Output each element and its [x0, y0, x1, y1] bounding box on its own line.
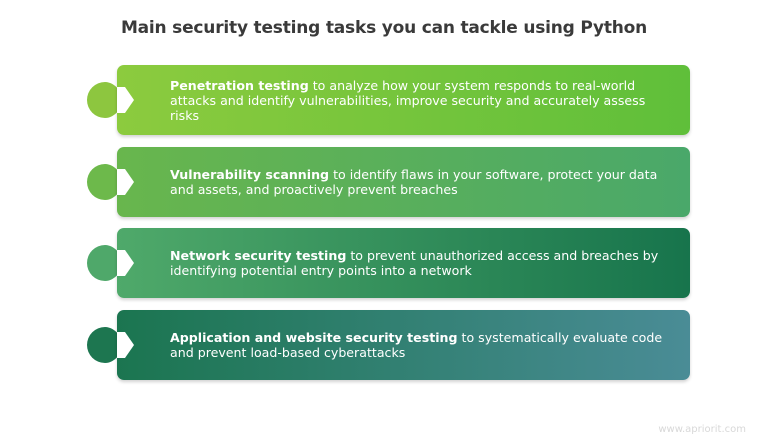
task-item-application-security-testing: Application and website security testing…: [86, 310, 692, 380]
task-description: to identify flaws in your software, prot…: [170, 167, 658, 197]
task-box: [117, 228, 690, 298]
notch-cutout: [117, 87, 134, 113]
watermark-url: www.apriorit.com: [658, 424, 746, 435]
task-name: Network security testing: [170, 248, 347, 263]
diagram-title: Main security testing tasks you can tack…: [120, 18, 648, 38]
notch-cutout: [117, 332, 134, 358]
task-description: to analyze how your system responds to r…: [170, 77, 646, 123]
task-item-network-security-testing: Network security testing to prevent unau…: [86, 228, 692, 298]
task-box: [117, 65, 690, 135]
task-description: to prevent unauthorized access and breac…: [170, 248, 659, 278]
task-item-penetration-testing: Penetration testing to analyze how your …: [86, 65, 692, 135]
notch-cutout: [117, 169, 134, 195]
task-item-vulnerability-scanning: Vulnerability scanning to identify flaws…: [86, 147, 692, 217]
notch-cutout: [117, 250, 134, 276]
task-box: [117, 147, 690, 217]
task-name: Application and website security testing: [170, 330, 458, 345]
task-name: Vulnerability scanning: [170, 167, 330, 182]
task-box: [117, 310, 690, 380]
task-name: Penetration testing: [170, 77, 309, 93]
task-description: to systematically evaluate code and prev…: [170, 330, 663, 360]
